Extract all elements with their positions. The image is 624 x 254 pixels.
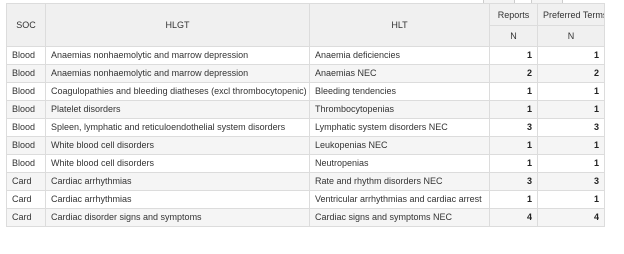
column-header-preferred-terms[interactable]: Preferred Terms: [537, 3, 605, 26]
cell-soc: Card: [6, 190, 46, 209]
cell-hlgt: White blood cell disorders: [45, 154, 310, 173]
cell-soc: Card: [6, 208, 46, 227]
cell-hlgt: Spleen, lymphatic and reticuloendothelia…: [45, 118, 310, 137]
cell-reports: 1: [489, 46, 538, 65]
cell-reports: 1: [489, 82, 538, 101]
cell-preferred-terms: 4: [537, 208, 605, 227]
cell-soc: Blood: [6, 154, 46, 173]
cell-preferred-terms: 1: [537, 190, 605, 209]
cell-hlgt: Cardiac arrhythmias: [45, 172, 310, 191]
cell-reports: 1: [489, 100, 538, 119]
cell-preferred-terms: 3: [537, 118, 605, 137]
column-header-reports[interactable]: Reports: [489, 3, 538, 26]
cell-hlt: Bleeding tendencies: [309, 82, 490, 101]
cell-hlt: Thrombocytopenias: [309, 100, 490, 119]
column-subheader-preferred-terms-n: N: [537, 25, 605, 47]
cell-preferred-terms: 1: [537, 46, 605, 65]
cell-hlgt: Coagulopathies and bleeding diatheses (e…: [45, 82, 310, 101]
cell-hlgt: Platelet disorders: [45, 100, 310, 119]
cell-soc: Blood: [6, 82, 46, 101]
cell-reports: 1: [489, 136, 538, 155]
results-table: SOC HLGT HLT Reports Preferred Terms N N…: [6, 3, 605, 227]
cell-soc: Blood: [6, 64, 46, 83]
cell-soc: Card: [6, 172, 46, 191]
cell-preferred-terms: 1: [537, 100, 605, 119]
cell-hlt: Ventricular arrhythmias and cardiac arre…: [309, 190, 490, 209]
cell-reports: 3: [489, 118, 538, 137]
cell-reports: 1: [489, 190, 538, 209]
column-header-hlgt[interactable]: HLGT: [45, 3, 310, 47]
cell-hlt: Anaemia deficiencies: [309, 46, 490, 65]
cell-soc: Blood: [6, 136, 46, 155]
header-row: SOC HLGT HLT Reports Preferred Terms: [6, 3, 605, 47]
cell-hlt: Rate and rhythm disorders NEC: [309, 172, 490, 191]
cell-soc: Blood: [6, 46, 46, 65]
cell-hlt: Cardiac signs and symptoms NEC: [309, 208, 490, 227]
cell-hlt: Anaemias NEC: [309, 64, 490, 83]
cell-soc: Blood: [6, 100, 46, 119]
cell-hlgt: Cardiac disorder signs and symptoms: [45, 208, 310, 227]
cell-hlt: Lymphatic system disorders NEC: [309, 118, 490, 137]
cell-reports: 1: [489, 154, 538, 173]
cell-preferred-terms: 1: [537, 82, 605, 101]
column-subheader-reports-n: N: [489, 25, 538, 47]
table-header: SOC HLGT HLT Reports Preferred Terms N N: [6, 3, 605, 47]
cell-hlt: Neutropenias: [309, 154, 490, 173]
cell-preferred-terms: 1: [537, 136, 605, 155]
column-header-soc[interactable]: SOC: [6, 3, 46, 47]
cell-reports: 4: [489, 208, 538, 227]
cell-preferred-terms: 3: [537, 172, 605, 191]
cell-hlgt: Cardiac arrhythmias: [45, 190, 310, 209]
cell-preferred-terms: 1: [537, 154, 605, 173]
cell-reports: 2: [489, 64, 538, 83]
cell-hlgt: Anaemias nonhaemolytic and marrow depres…: [45, 46, 310, 65]
cell-preferred-terms: 2: [537, 64, 605, 83]
cell-reports: 3: [489, 172, 538, 191]
cell-hlgt: Anaemias nonhaemolytic and marrow depres…: [45, 64, 310, 83]
cell-hlgt: White blood cell disorders: [45, 136, 310, 155]
cell-soc: Blood: [6, 118, 46, 137]
column-header-hlt[interactable]: HLT: [309, 3, 490, 47]
cell-hlt: Leukopenias NEC: [309, 136, 490, 155]
